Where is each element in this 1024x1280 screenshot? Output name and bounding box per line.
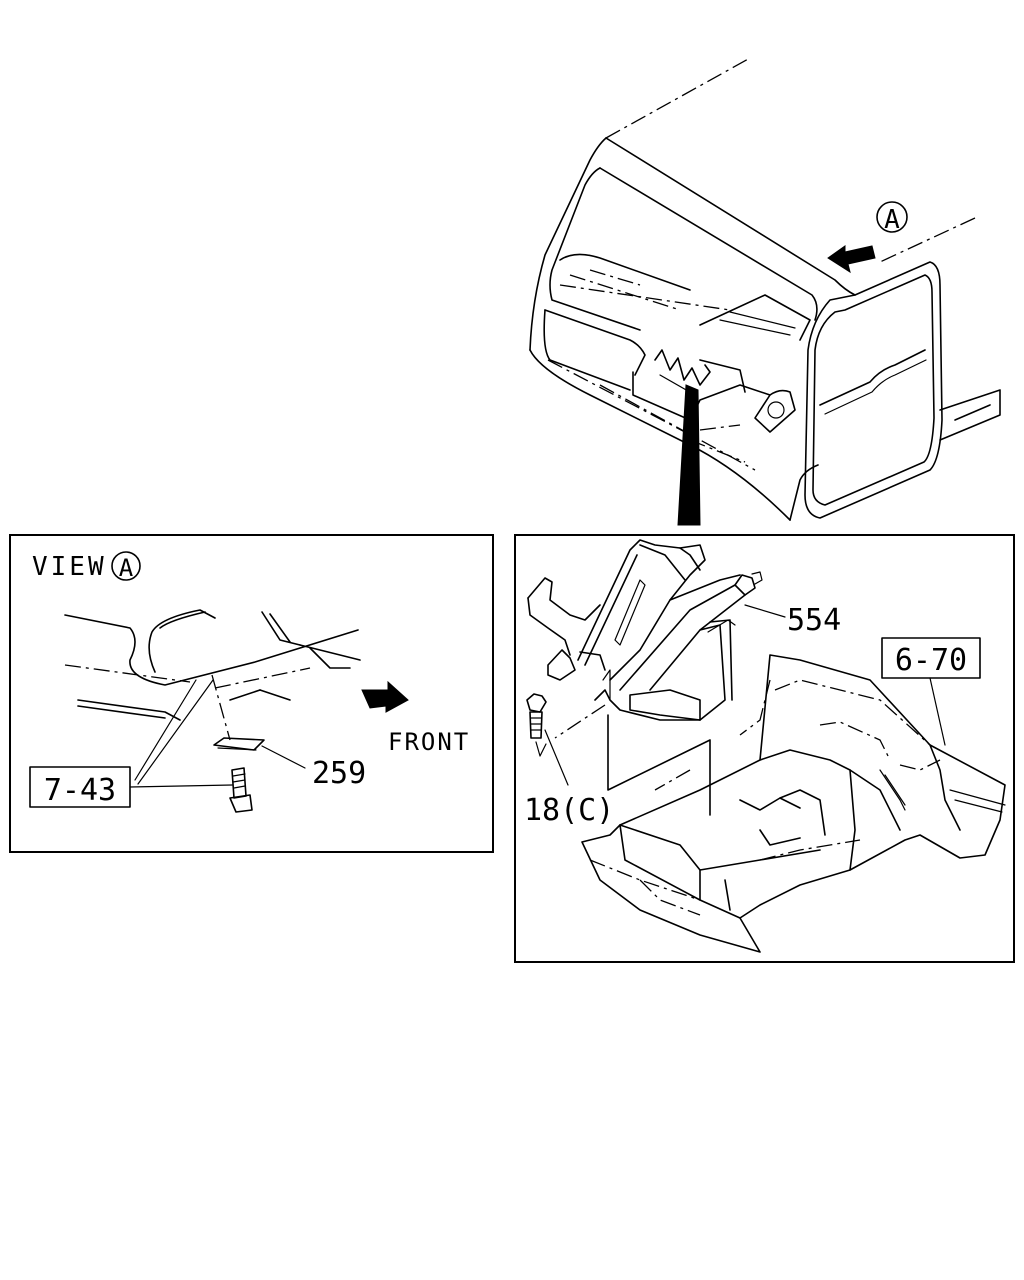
cab-overview [529,57,1001,526]
part-label-554: 554 [787,603,841,638]
view-a-marker-circle [111,551,141,581]
bolt-7-43 [231,767,247,799]
marker-a-circle [876,201,908,233]
jack-bracket [527,577,601,621]
jack-554 [577,539,706,681]
bolt-18c [526,693,547,713]
part-label-18c: 18(C) [524,793,614,828]
view-a-frame [9,534,494,853]
view-direction-arrow-icon [827,245,876,274]
ref-box-6-70 [881,637,981,679]
marker-a-label: A [884,205,900,235]
ref-label-6-70: 6-70 [895,643,967,678]
part-label-259: 259 [312,756,366,791]
view-a-marker-label: A [119,554,134,582]
ref-label-7-43: 7-43 [44,773,116,808]
view-a-panel: VIEW A 259 7-43 FR [9,534,494,853]
floor-pan [581,654,1006,953]
front-label: FRONT [388,728,470,756]
jack-detail-frame [514,534,1015,963]
washer-259 [213,737,265,751]
view-a-title: VIEW [32,552,107,582]
marker-a-callout: A [827,201,908,274]
jack-detail-panel: 6-70 554 18(C) [514,534,1015,963]
front-arrow-icon [361,680,409,713]
